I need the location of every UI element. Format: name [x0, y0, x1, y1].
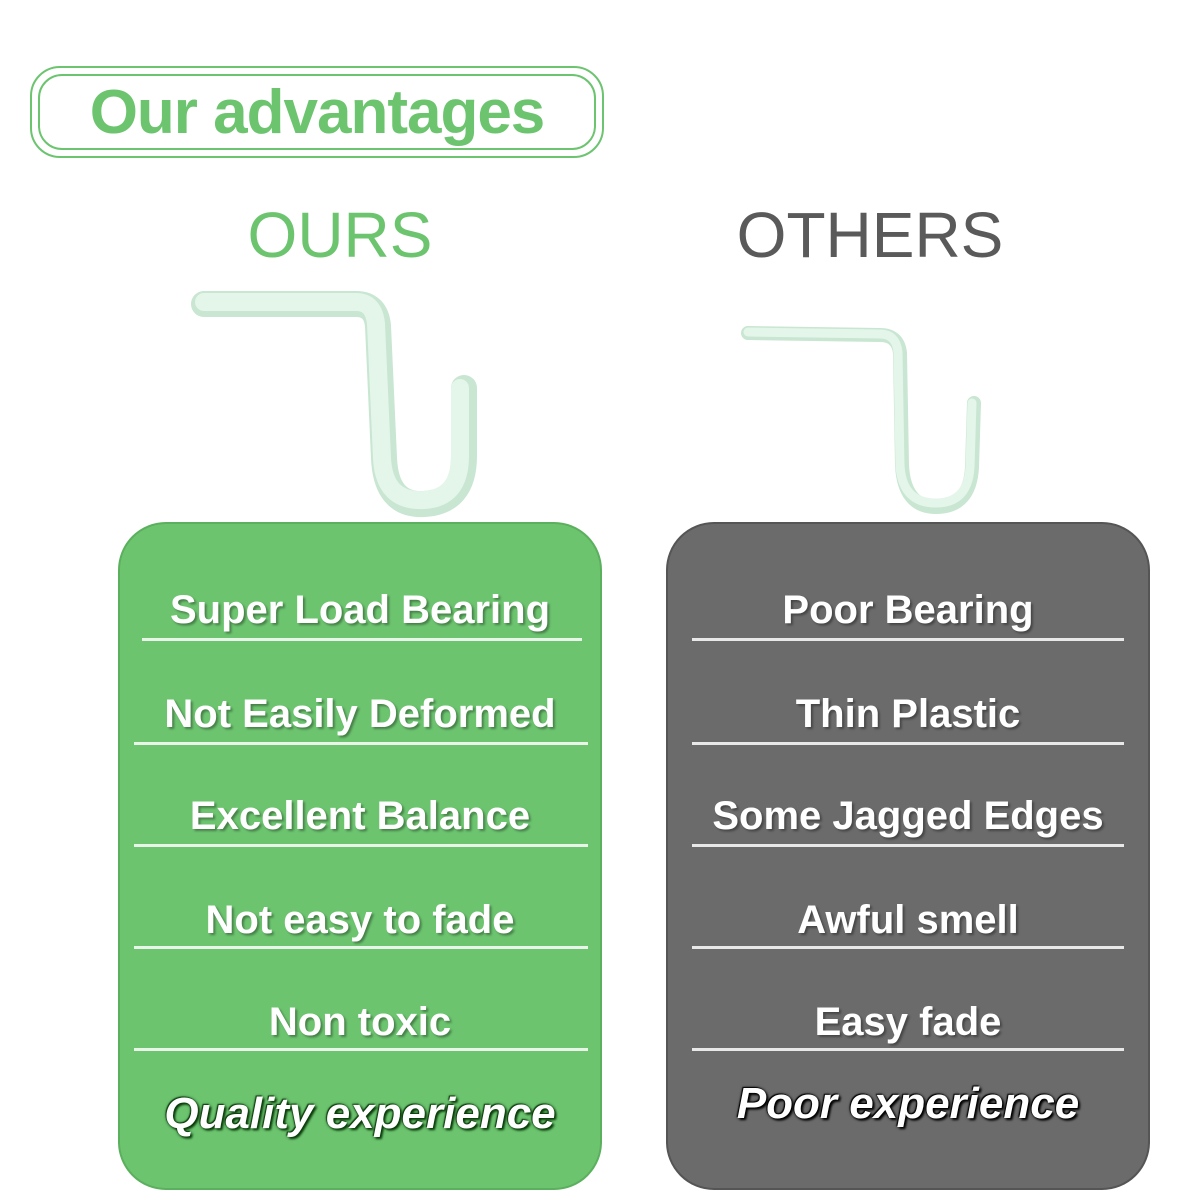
thick-hook-icon: [191, 291, 477, 518]
ours-panel: Super Load Bearing Not Easily Deformed E…: [118, 522, 602, 1190]
others-item-1: Poor Bearing: [782, 587, 1034, 632]
others-panel: Poor Bearing Thin Plastic Some Jagged Ed…: [666, 522, 1150, 1190]
others-divider-1: [692, 638, 1124, 641]
ours-item-3: Excellent Balance: [189, 793, 531, 838]
ours-item-1: Super Load Bearing: [169, 587, 551, 632]
ours-divider-3: [134, 844, 588, 847]
ours-divider-2: [134, 742, 588, 745]
ours-divider-5: [134, 1048, 588, 1051]
title-badge: Our advantages: [30, 66, 604, 158]
others-divider-4: [692, 946, 1124, 949]
others-item-3: Some Jagged Edges: [712, 793, 1104, 838]
others-heading: OTHERS: [736, 199, 1004, 271]
others-item-2: Thin Plastic: [795, 691, 1021, 736]
others-divider-5: [692, 1048, 1124, 1051]
ours-item-4: Not easy to fade: [205, 897, 515, 942]
others-divider-3: [692, 844, 1124, 847]
others-item-4: Awful smell: [797, 897, 1019, 942]
title-badge-inner: Our advantages: [38, 74, 596, 150]
ours-closing: Quality experience: [164, 1089, 556, 1138]
ours-item-2: Not Easily Deformed: [164, 691, 556, 736]
thin-hook-icon: [741, 326, 981, 514]
ours-divider-4: [134, 946, 588, 949]
others-divider-2: [692, 742, 1124, 745]
ours-divider-1: [142, 638, 582, 641]
others-item-5: Easy fade: [814, 999, 1002, 1044]
page-title: Our advantages: [89, 77, 546, 147]
ours-item-5: Non toxic: [268, 999, 452, 1044]
ours-heading: OURS: [247, 199, 433, 271]
others-closing: Poor experience: [736, 1079, 1080, 1128]
